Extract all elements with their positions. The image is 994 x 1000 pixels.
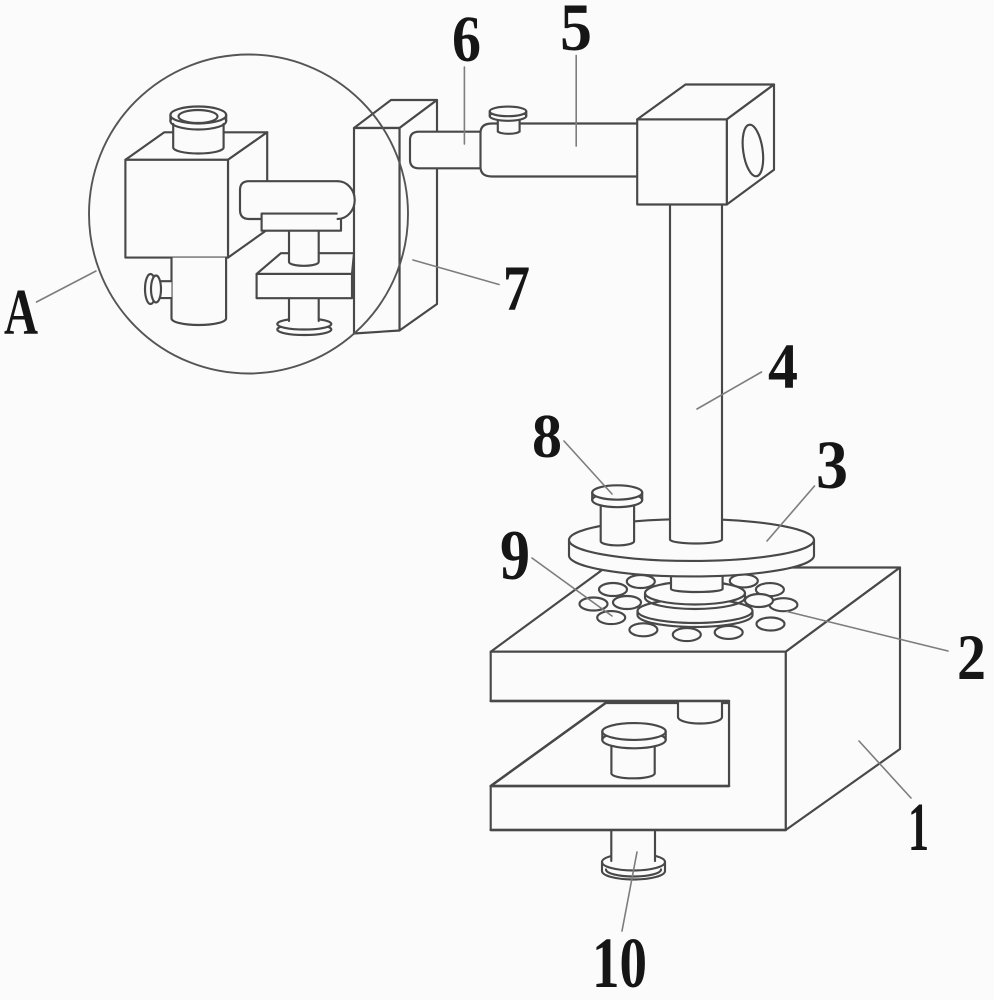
svg-text:3: 3 [816, 427, 848, 503]
svg-text:9: 9 [500, 517, 530, 595]
svg-text:4: 4 [768, 331, 798, 403]
svg-text:1: 1 [908, 789, 929, 865]
svg-text:8: 8 [532, 403, 562, 471]
svg-text:5: 5 [560, 0, 592, 65]
svg-text:2: 2 [957, 622, 986, 694]
svg-text:A: A [4, 276, 38, 349]
svg-text:6: 6 [452, 3, 481, 76]
svg-text:7: 7 [503, 253, 530, 325]
svg-text:10: 10 [592, 923, 647, 1000]
